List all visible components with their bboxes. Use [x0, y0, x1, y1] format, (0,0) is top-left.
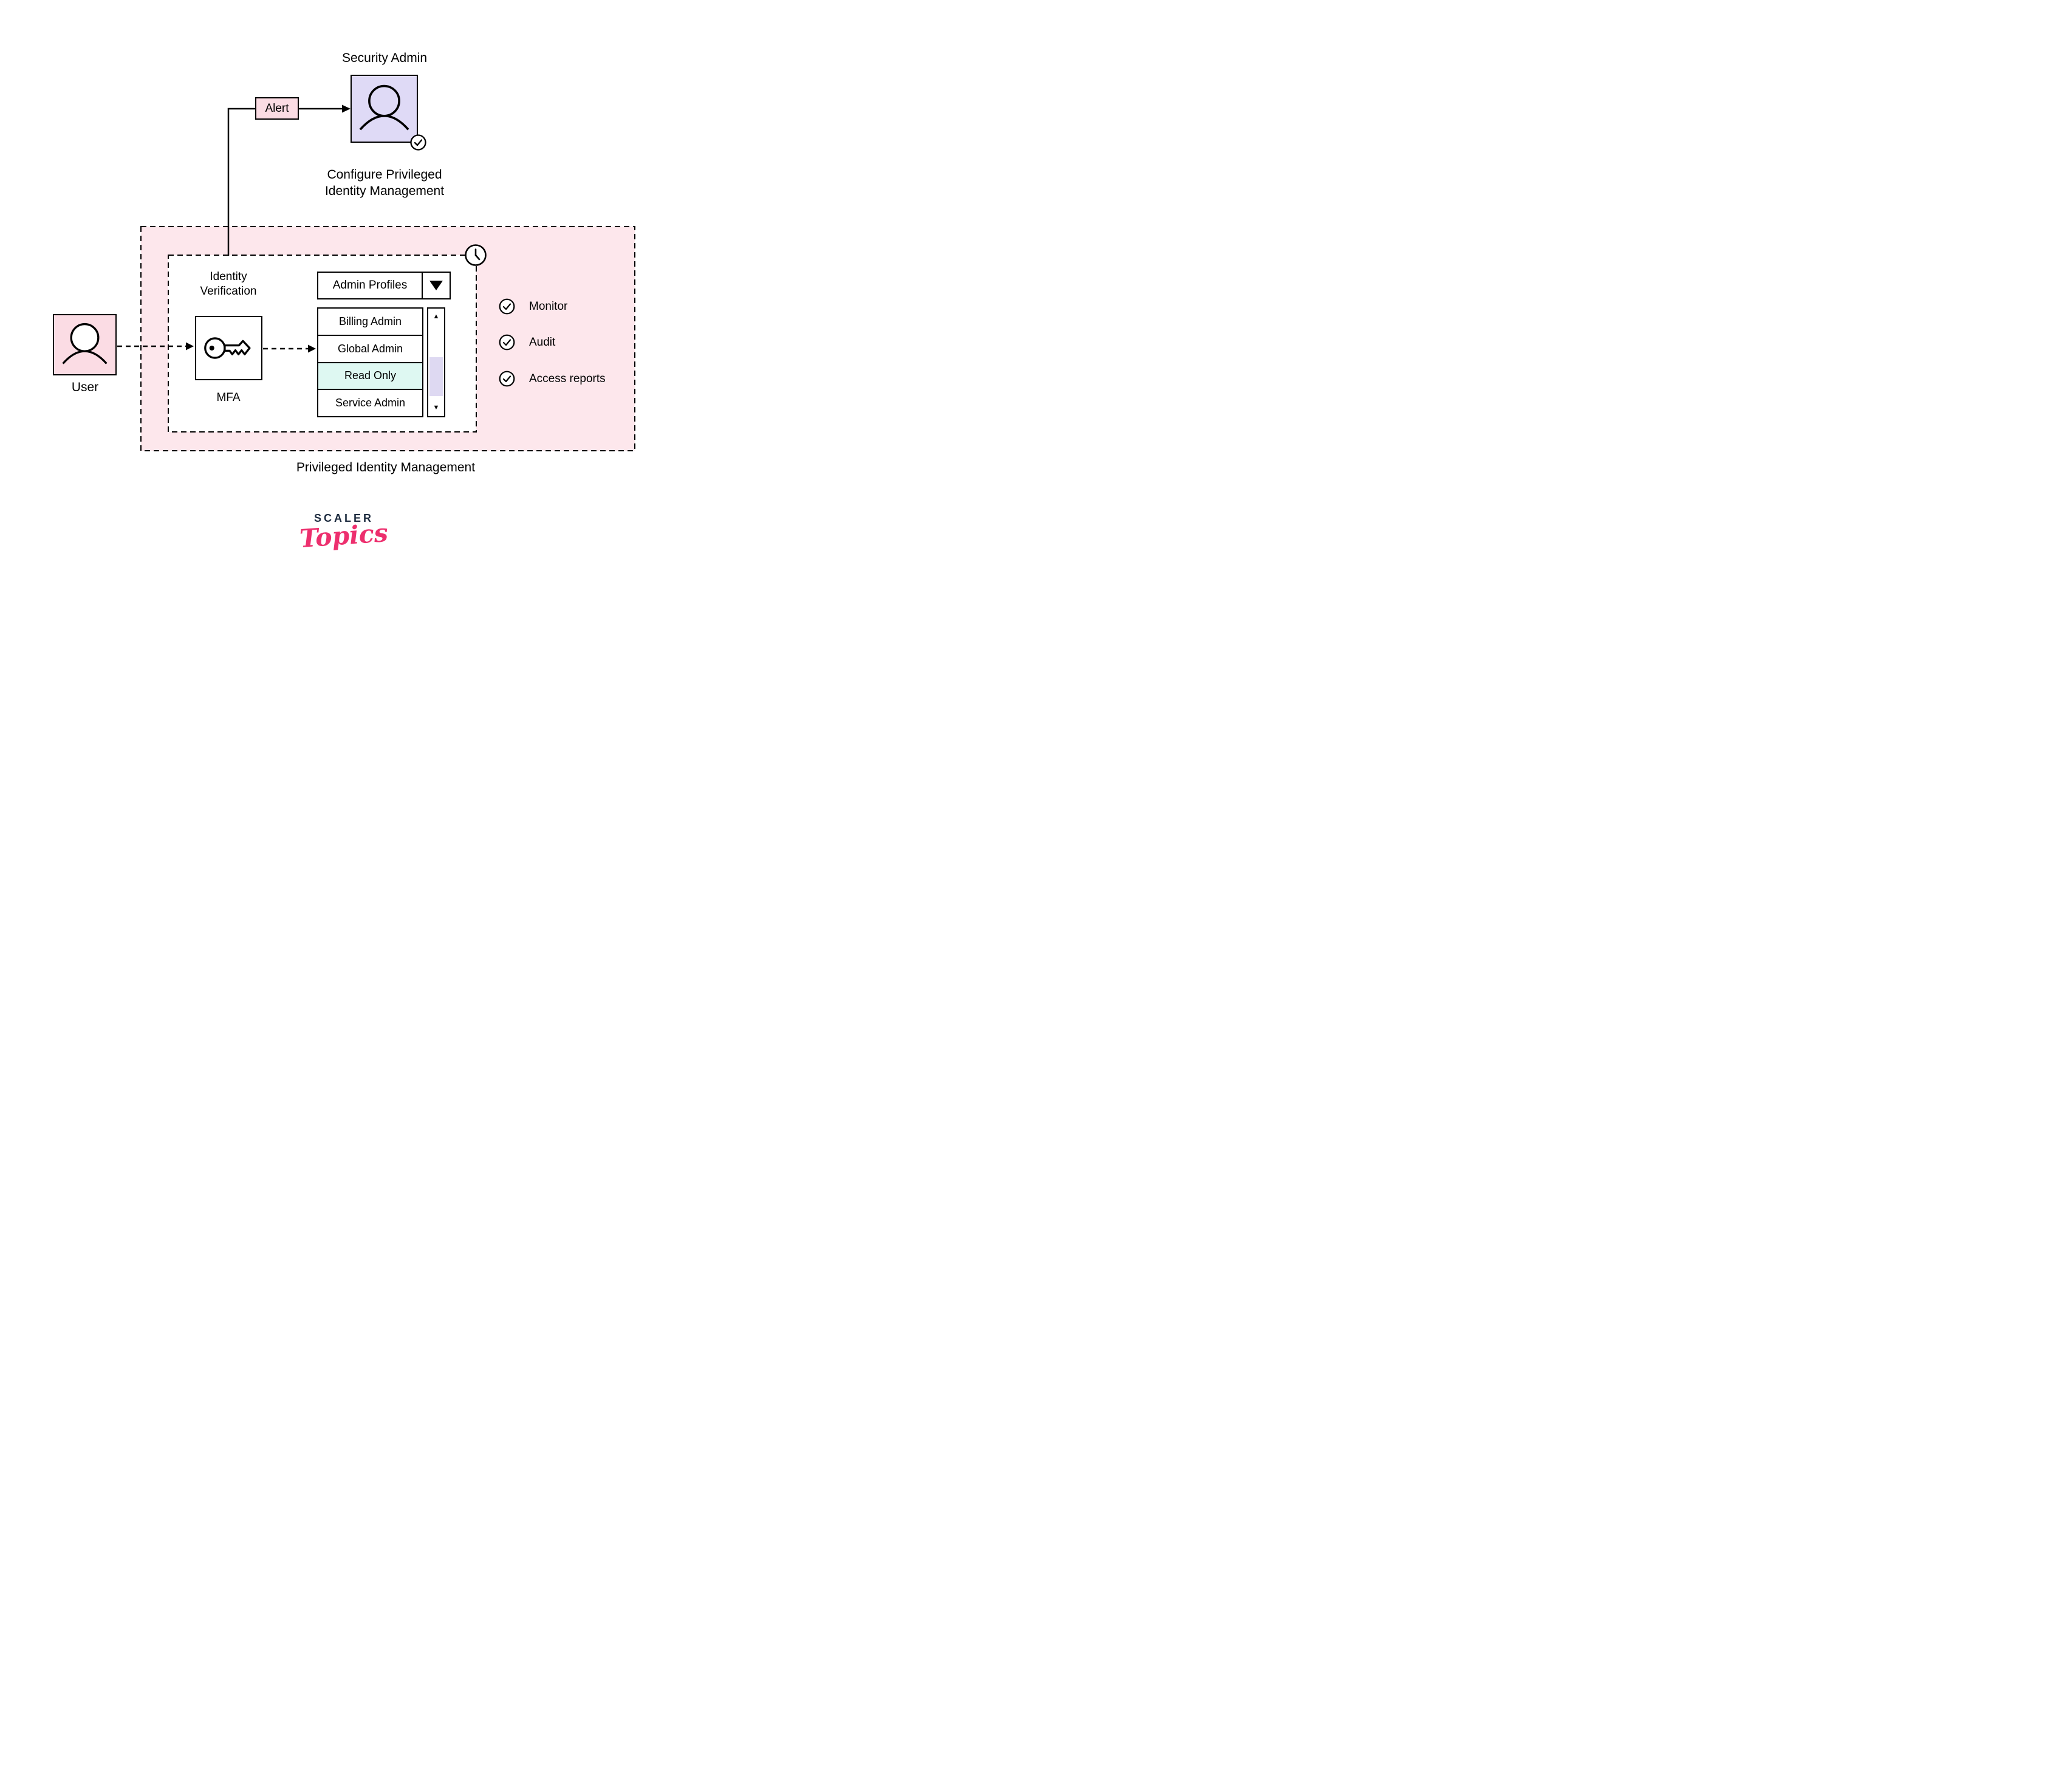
person-icon [359, 84, 409, 131]
role-list-scrollbar[interactable]: ▲ ▼ [427, 307, 445, 417]
capability-item: Audit [499, 334, 555, 351]
scroll-up-icon[interactable]: ▲ [433, 313, 440, 320]
admin-profiles-label: Admin Profiles [318, 273, 423, 298]
capability-label: Monitor [529, 299, 568, 313]
role-option[interactable]: Global Admin [318, 335, 422, 363]
key-icon [204, 337, 251, 359]
idv-line-1: Identity [210, 270, 247, 283]
identity-verification-title: Identity Verification [180, 270, 277, 299]
alert-box: Alert [255, 97, 299, 120]
capability-label: Access reports [529, 372, 606, 385]
check-circle-icon [499, 371, 515, 387]
user-avatar [53, 314, 117, 375]
mfa-box [195, 316, 262, 380]
role-list: Billing Admin Global Admin Read Only Ser… [317, 307, 423, 417]
role-option[interactable]: Read Only [318, 363, 422, 391]
scrollbar-thumb[interactable] [429, 357, 443, 396]
user-label: User [71, 380, 99, 394]
caption-line-2: Identity Management [324, 184, 445, 198]
caption-line-1: Configure Privileged [327, 168, 442, 182]
pim-region-caption: Privileged Identity Management [296, 460, 476, 474]
security-admin-title: Security Admin [341, 51, 428, 65]
idv-line-2: Verification [200, 285, 257, 298]
admin-profiles-dropdown[interactable]: Admin Profiles [317, 272, 451, 299]
caret-down-icon [429, 281, 443, 290]
security-admin-caption: Configure Privileged Identity Management [293, 166, 476, 199]
check-circle-icon [499, 298, 515, 315]
check-circle-icon [499, 334, 515, 351]
capability-label: Audit [529, 335, 556, 349]
capability-item: Monitor [499, 298, 567, 315]
dropdown-caret-button[interactable] [423, 273, 450, 298]
approved-check-icon [410, 134, 426, 151]
security-admin-avatar [351, 75, 418, 143]
role-option[interactable]: Service Admin [318, 390, 422, 416]
clock-icon [463, 243, 488, 267]
capability-item: Access reports [499, 371, 606, 387]
mfa-label: MFA [216, 391, 241, 404]
pim-diagram: Security Admin Configure Privileged Iden… [0, 0, 689, 597]
person-icon [62, 323, 108, 364]
role-option[interactable]: Billing Admin [318, 309, 422, 336]
scaler-logo-text: SCALER [313, 512, 374, 524]
scroll-down-icon[interactable]: ▼ [433, 404, 440, 411]
